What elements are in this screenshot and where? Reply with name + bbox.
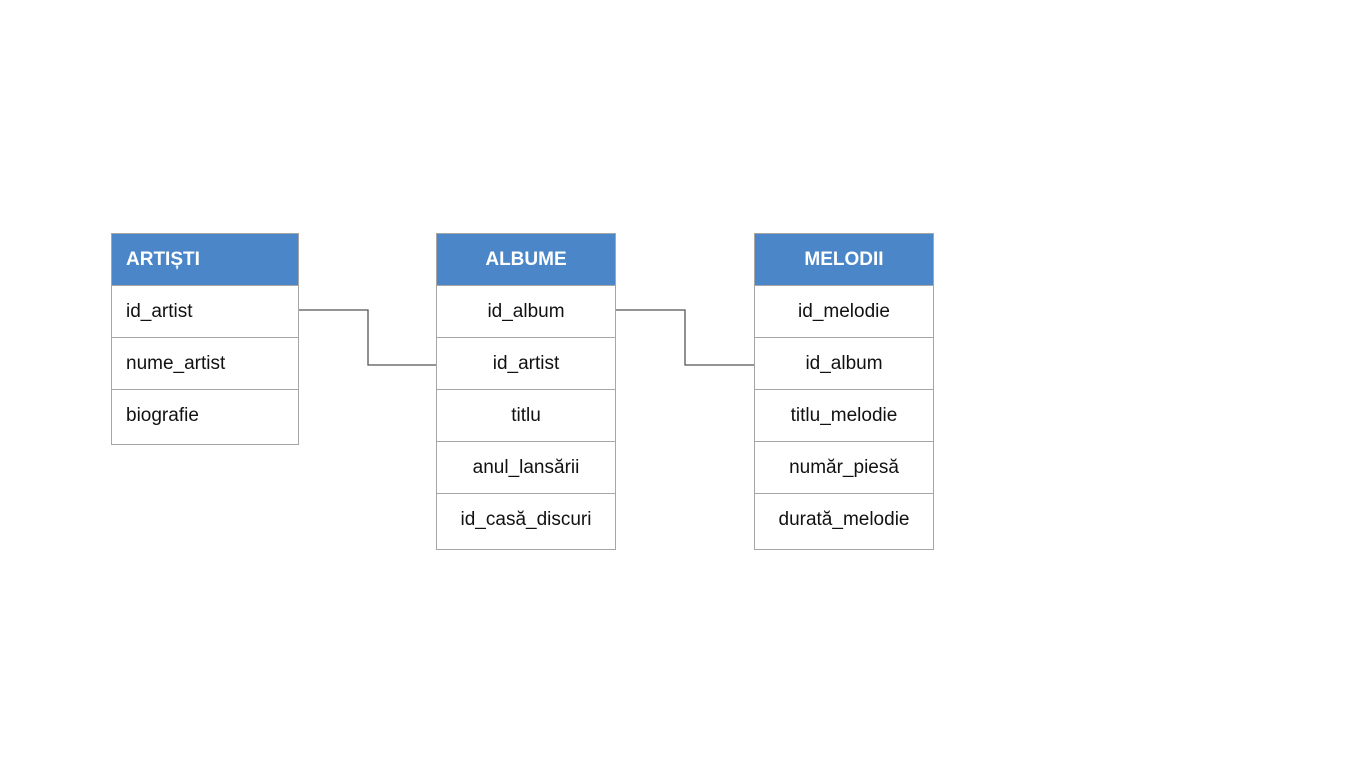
field-row: nume_artist <box>112 338 298 390</box>
field-row: id_album <box>437 286 615 338</box>
table-title: MELODII <box>755 234 933 286</box>
table-albume: ALBUME id_album id_artist titlu anul_lan… <box>436 233 616 550</box>
relation-artisti-albume <box>299 309 436 366</box>
table-melodii: MELODII id_melodie id_album titlu_melodi… <box>754 233 934 550</box>
relation-albume-melodii <box>616 309 754 366</box>
field-row: id_artist <box>437 338 615 390</box>
field-row: anul_lansării <box>437 442 615 494</box>
table-title: ALBUME <box>437 234 615 286</box>
field-row: id_melodie <box>755 286 933 338</box>
field-row: titlu_melodie <box>755 390 933 442</box>
field-row: id_album <box>755 338 933 390</box>
table-title: ARTIȘTI <box>112 234 298 286</box>
field-row: titlu <box>437 390 615 442</box>
field-row: număr_piesă <box>755 442 933 494</box>
field-row: durată_melodie <box>778 509 910 530</box>
table-artisti: ARTIȘTI id_artist nume_artist biografie <box>111 233 299 445</box>
field-row: biografie <box>126 405 199 426</box>
field-row: id_casă_discuri <box>460 509 592 530</box>
field-row: id_artist <box>112 286 298 338</box>
